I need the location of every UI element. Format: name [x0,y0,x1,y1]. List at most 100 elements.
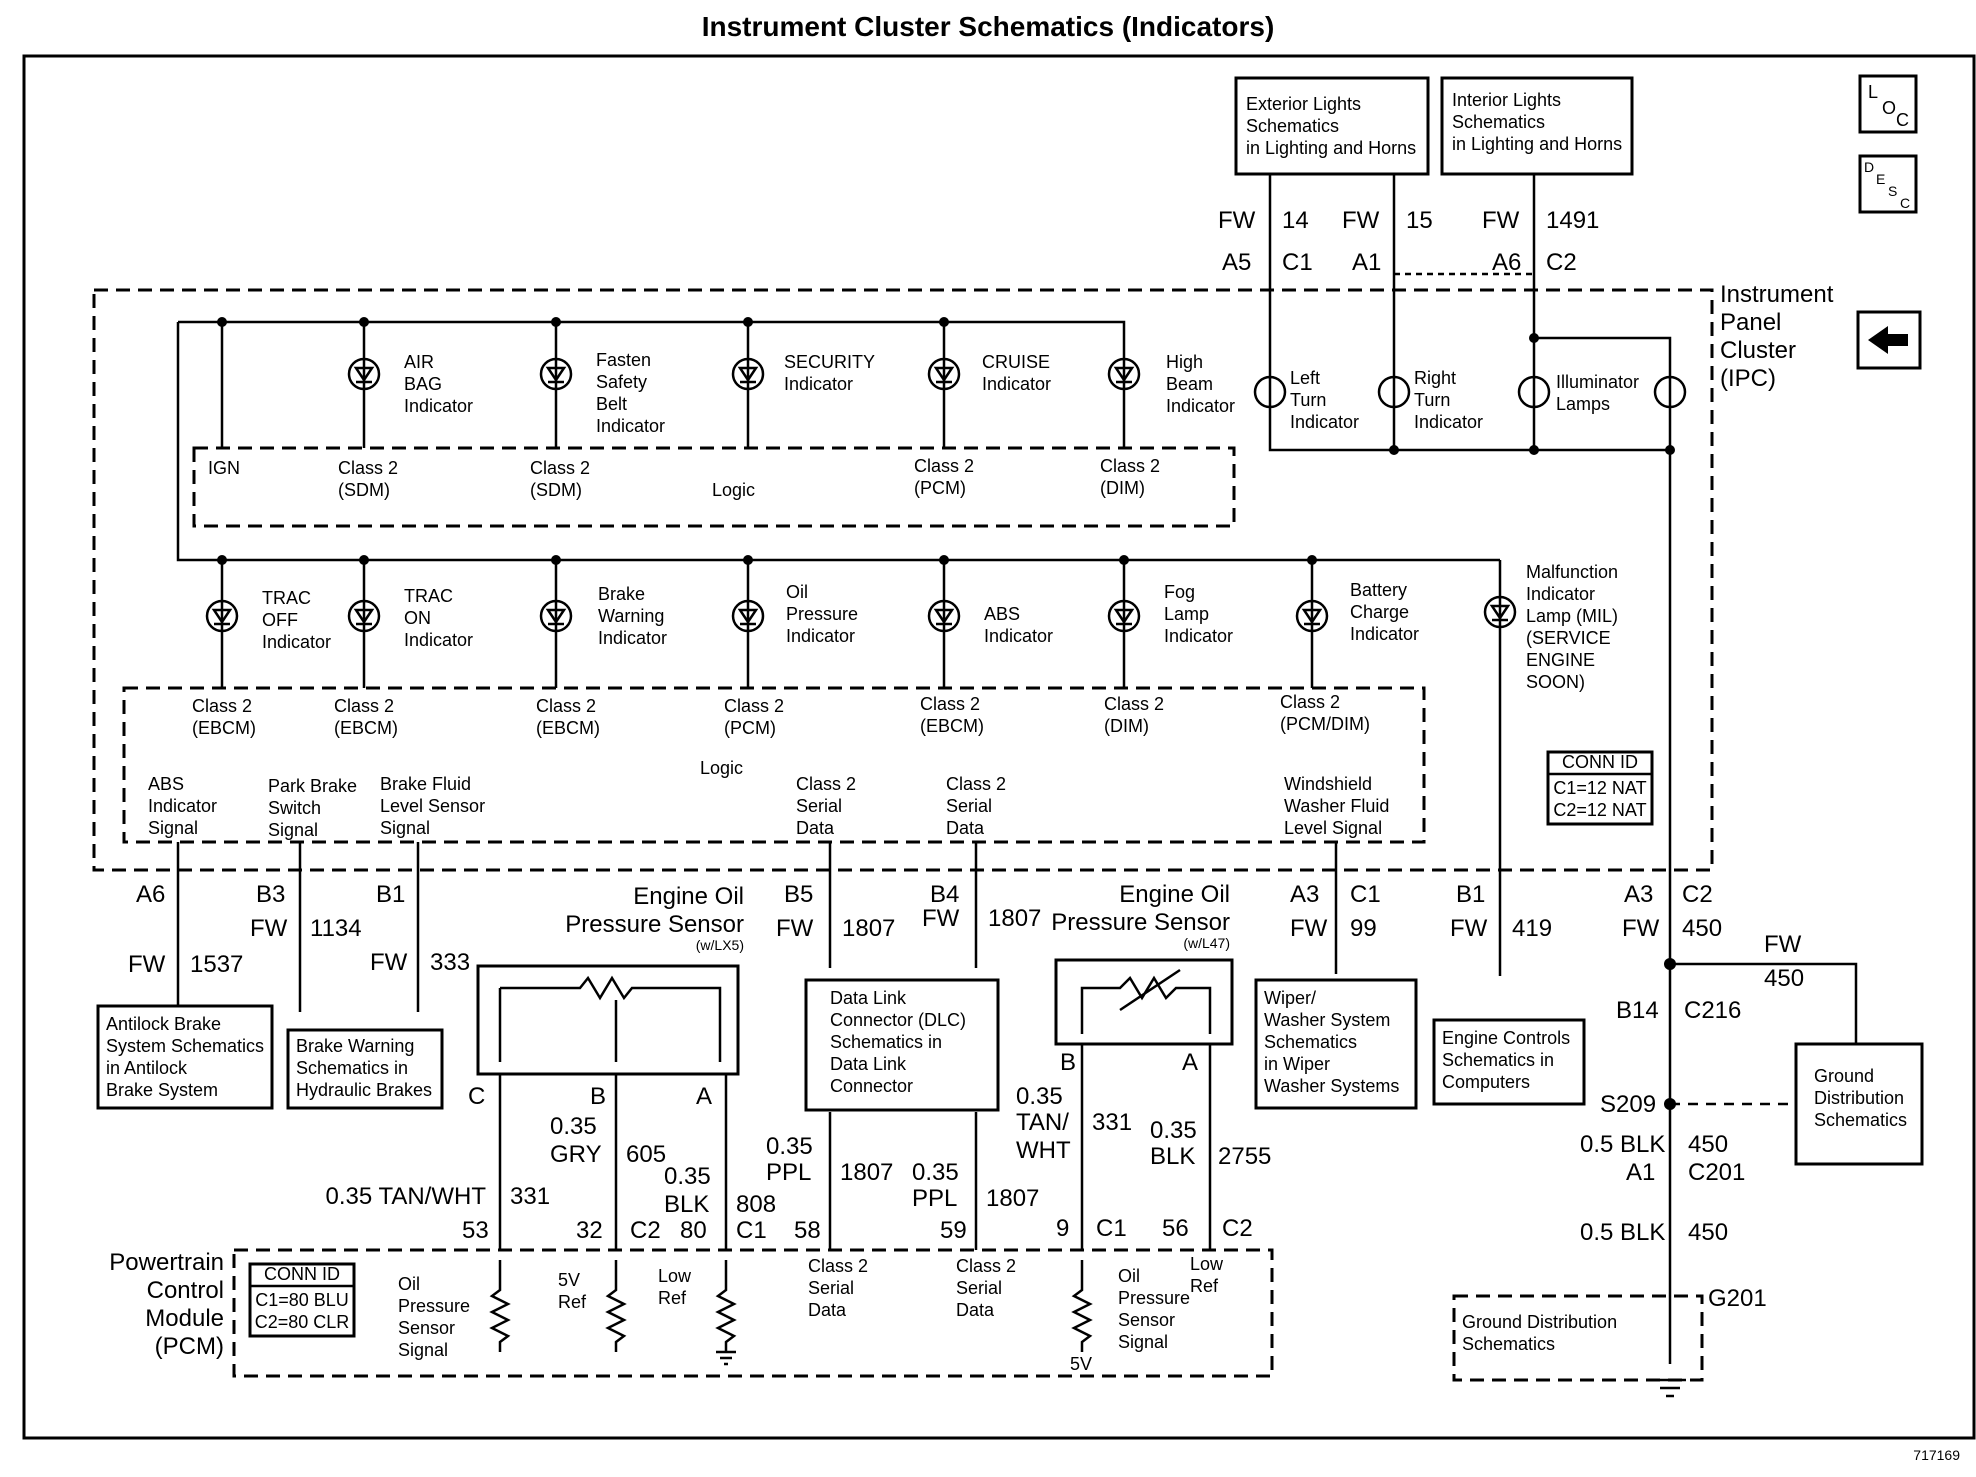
svg-text:Exterior Lights: Exterior Lights [1246,94,1361,114]
svg-text:0.35: 0.35 [1016,1083,1063,1110]
svg-text:Serial: Serial [796,796,842,816]
svg-text:419: 419 [1512,915,1552,942]
svg-text:Lamps: Lamps [1556,394,1610,414]
svg-text:Charge: Charge [1350,602,1409,622]
oil-sensor-lx5: Engine Oil Pressure Sensor (w/LX5) C B A… [326,883,776,1250]
pcm-internal-resistors [489,1260,1093,1366]
svg-text:FW: FW [1450,915,1488,942]
svg-text:Illuminator: Illuminator [1556,372,1639,392]
svg-text:FW: FW [1218,207,1256,234]
svg-text:B1: B1 [376,881,405,908]
seatbelt-indicator: Fasten Safety Belt Indicator [539,350,665,436]
bottom-wire-labels: A6 FW 1537 B3 FW 1134 B1 FW 333 B5 FW 18… [128,881,1722,978]
svg-text:56: 56 [1162,1215,1189,1242]
svg-text:BLK: BLK [664,1191,709,1218]
svg-text:SECURITY: SECURITY [784,352,875,372]
svg-text:C2=80 CLR: C2=80 CLR [255,1312,350,1332]
ipc-label: Instrument Panel Cluster (IPC) [1720,281,1834,392]
interior-lights-ref[interactable]: Interior Lights Schematics in Lighting a… [1440,76,1634,176]
svg-text:2755: 2755 [1218,1143,1271,1170]
top-wire-labels: FW 14 A5 C1 FW 15 A1 FW 1491 A6 C2 [1218,207,1599,276]
svg-text:ABS: ABS [148,774,184,794]
svg-text:Indicator: Indicator [1290,412,1359,432]
svg-text:Sensor: Sensor [1118,1310,1175,1330]
svg-text:Pressure: Pressure [1118,1288,1190,1308]
upper-logic-box [192,446,1236,528]
svg-text:450: 450 [1682,915,1722,942]
svg-text:Instrument: Instrument [1720,281,1834,308]
svg-text:FW: FW [370,949,408,976]
svg-text:Schematics in: Schematics in [1442,1050,1554,1070]
svg-text:Low: Low [1190,1254,1224,1274]
svg-text:Data: Data [946,818,985,838]
svg-text:B14: B14 [1616,997,1659,1024]
svg-text:Brake Fluid: Brake Fluid [380,774,471,794]
svg-text:Indicator: Indicator [1526,584,1595,604]
svg-text:CRUISE: CRUISE [982,352,1050,372]
svg-text:Serial: Serial [946,796,992,816]
engine-controls-ref-box[interactable]: Engine Controls Schematics in Computers [1432,1018,1586,1106]
svg-text:GRY: GRY [550,1141,602,1168]
abs-indicator: ABS Indicator [927,599,1053,646]
top-wire-lines [1268,174,1536,290]
svg-text:(SDM): (SDM) [338,480,390,500]
svg-text:Indicator: Indicator [598,628,667,648]
svg-text:Class 2: Class 2 [724,696,784,716]
upper-logic-labels: IGN Class 2 (SDM) Class 2 (SDM) Logic Cl… [208,456,1160,500]
brake-warning-indicator: Brake Warning Indicator [539,584,667,648]
svg-text:(PCM): (PCM) [724,718,776,738]
abs-ref-box[interactable]: Antilock Brake System Schematics in Anti… [96,1004,274,1110]
svg-text:FW: FW [1290,915,1328,942]
svg-text:Safety: Safety [596,372,647,392]
svg-text:Interior Lights: Interior Lights [1452,90,1561,110]
svg-text:Ref: Ref [658,1288,687,1308]
svg-text:BAG: BAG [404,374,442,394]
svg-text:C2: C2 [1546,249,1577,276]
svg-text:Indicator: Indicator [786,626,855,646]
upper-indicator-bus [176,320,1500,562]
page-title: Instrument Cluster Schematics (Indicator… [702,11,1275,42]
svg-text:Serial: Serial [808,1278,854,1298]
svg-text:Schematics: Schematics [1246,116,1339,136]
svg-text:B: B [590,1083,606,1110]
pcm-conn-id: CONN ID C1=80 BLU C2=80 CLR [248,1262,356,1338]
svg-text:FW: FW [922,905,960,932]
svg-text:Data Link: Data Link [830,988,907,1008]
svg-text:0.5 BLK: 0.5 BLK [1580,1131,1665,1158]
svg-text:450: 450 [1688,1131,1728,1158]
loc-icon[interactable]: L O C [1858,74,1918,134]
svg-text:Indicator: Indicator [1350,624,1419,644]
svg-text:B1: B1 [1456,881,1485,908]
svg-text:C201: C201 [1688,1159,1745,1186]
svg-text:High: High [1166,352,1203,372]
svg-text:Indicator: Indicator [984,626,1053,646]
svg-text:Data: Data [796,818,835,838]
exterior-lights-ref[interactable]: Exterior Lights Schematics in Lighting a… [1234,76,1430,176]
dlc-ref-box[interactable]: Data Link Connector (DLC) Schematics in … [804,978,1000,1112]
svg-text:B4: B4 [930,881,959,908]
svg-text:A6: A6 [136,881,165,908]
svg-text:Lamp: Lamp [1164,604,1209,624]
ground-distribution-ref-box[interactable]: Ground Distribution Schematics [1794,1042,1924,1166]
ground-distribution-ref-dashed[interactable]: Ground Distribution Schematics [1452,1294,1704,1382]
svg-text:Level Sensor: Level Sensor [380,796,485,816]
svg-text:53: 53 [462,1217,489,1244]
svg-text:Engine Controls: Engine Controls [1442,1028,1570,1048]
wiper-ref-box[interactable]: Wiper/ Washer System Schematics in Wiper… [1254,978,1418,1110]
desc-icon[interactable]: D E S C [1858,154,1918,214]
svg-text:Oil: Oil [786,582,808,602]
left-arrow-icon[interactable] [1856,310,1922,370]
svg-text:C2: C2 [1682,881,1713,908]
svg-text:14: 14 [1282,207,1309,234]
svg-text:(PCM/DIM): (PCM/DIM) [1280,714,1370,734]
fog-lamp-indicator: Fog Lamp Indicator [1107,582,1233,646]
svg-text:in Antilock: in Antilock [106,1058,188,1078]
svg-text:E: E [1876,171,1885,187]
svg-text:Fasten: Fasten [596,350,651,370]
svg-text:0.35: 0.35 [550,1113,597,1140]
svg-text:Warning: Warning [598,606,664,626]
brake-warning-ref-box[interactable]: Brake Warning Schematics in Hydraulic Br… [286,1028,444,1110]
svg-text:FW: FW [1764,931,1802,958]
